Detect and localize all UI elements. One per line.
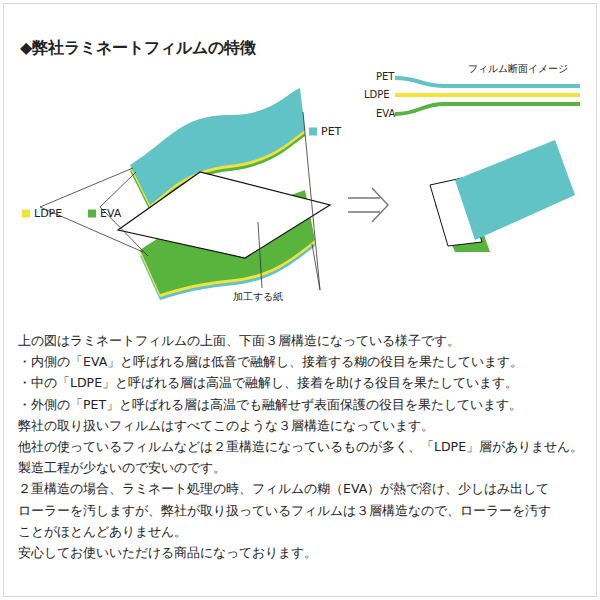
- cross-section: [395, 78, 580, 114]
- arrow-symbol: [348, 188, 388, 222]
- legend-swatch: [22, 209, 30, 217]
- body-text: ・内側の「EVA」と呼ばれる層は低音で融解し、接着する糊の役目を果たしています。: [18, 354, 523, 369]
- title: ◆弊社ラミネートフィルムの特徴: [20, 38, 256, 57]
- legend-text: PET: [321, 125, 341, 138]
- layer-name: PET: [376, 71, 394, 83]
- body-text: 上の図はラミネートフィルムの上面、下面３層構造になっている様子です。: [18, 333, 460, 348]
- body-text: ・外側の「PET」と呼ばれる層は高温でも融解せず表面保護の役目を果たしています。: [18, 396, 522, 411]
- body-text: ことがほとんどありません。: [18, 523, 187, 538]
- paper-sheet: [118, 172, 330, 258]
- legend-swatch: [88, 209, 96, 217]
- body-text: 安心してお使いいただける商品になっております。: [18, 545, 317, 560]
- body-text: ローラーを汚しますが、弊社が取り扱っているフィルムは３層構造なので、ローラーを汚…: [18, 502, 551, 517]
- layer-name: EVA: [376, 108, 395, 120]
- legend-item: EVA: [88, 207, 121, 220]
- legend-text: LDPE: [34, 207, 62, 220]
- body-text: 弊社の取り扱いフィルムはすべてこのような３層構造になっています。: [18, 417, 434, 432]
- body-text: ２重構造の場合、ラミネート処理の時、フィルムの糊（EVA）が熱で溶け、少しはみ出…: [18, 481, 549, 496]
- part-name: 加工する紙: [233, 291, 283, 303]
- body-text: 製造工程が少ないので安いのです。: [18, 460, 226, 475]
- legend-text: EVA: [100, 207, 121, 220]
- leader-lines: [40, 112, 320, 290]
- layer-name: LDPE: [364, 89, 390, 101]
- legend-item: LDPE: [22, 207, 62, 220]
- body-text: 他社の使っているフィルムなどは２重構造になっているものが多く、「LDPE」層があ…: [18, 439, 583, 454]
- frame: [4, 4, 597, 597]
- section-caption: フィルム断面イメージ: [468, 63, 568, 75]
- legend-swatch: [309, 127, 317, 135]
- legend-item: PET: [309, 125, 341, 138]
- laminated-card: [430, 140, 575, 252]
- body-text: ・中の「LDPE」と呼ばれる層は高温で融解し、接着を助ける役目を果たしています。: [18, 375, 518, 390]
